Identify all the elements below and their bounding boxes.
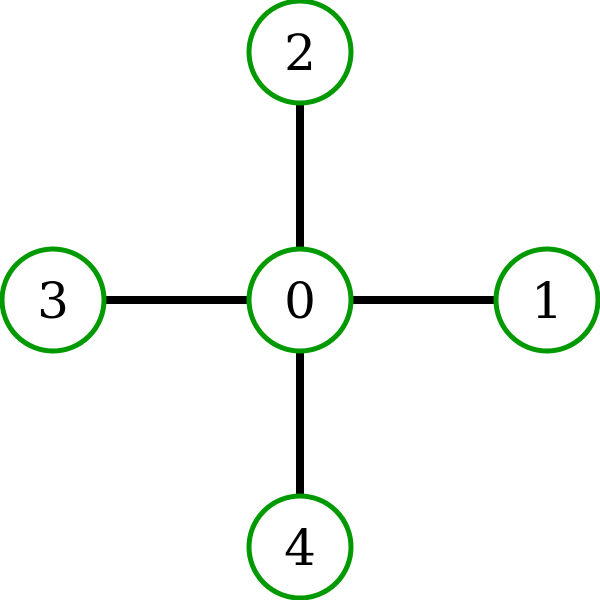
node-4-circle[interactable]	[246, 493, 354, 600]
node-1[interactable]: 1	[493, 246, 600, 354]
node-1-circle[interactable]	[493, 246, 600, 354]
node-4[interactable]: 4	[246, 493, 354, 600]
node-4-label: 4	[284, 519, 316, 577]
node-0-label: 0	[284, 272, 316, 330]
node-1-label: 1	[531, 272, 563, 330]
edge-layer	[104, 103, 496, 496]
node-2-label: 2	[284, 24, 316, 82]
node-2[interactable]: 2	[246, 0, 354, 106]
node-3[interactable]: 3	[0, 246, 107, 354]
node-3-circle[interactable]	[0, 246, 107, 354]
node-0[interactable]: 0	[246, 246, 354, 354]
node-2-circle[interactable]	[246, 0, 354, 106]
node-0-circle[interactable]	[246, 246, 354, 354]
node-3-label: 3	[37, 272, 69, 330]
